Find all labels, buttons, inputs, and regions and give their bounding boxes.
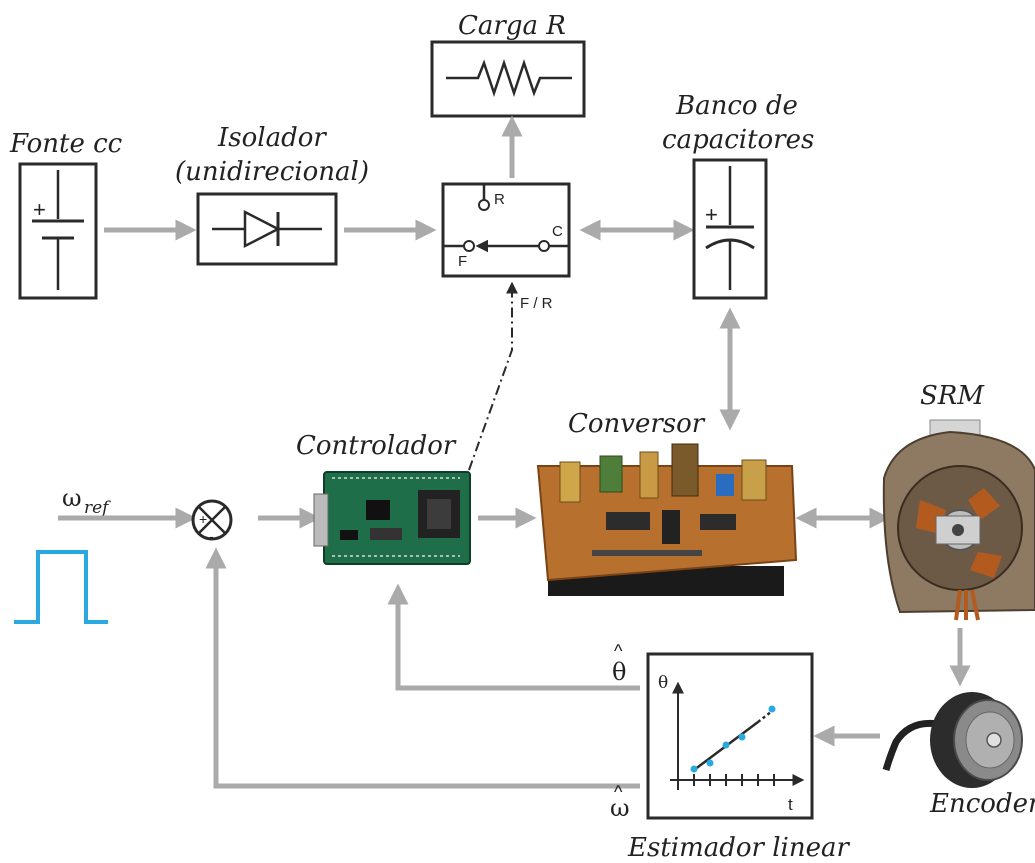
- theta-hat-caret: ^: [614, 641, 623, 661]
- controlador-board: [313, 471, 471, 565]
- switch-r-label: R: [494, 191, 505, 208]
- fonte-plus: +: [33, 197, 46, 222]
- fonte-block: [18, 162, 98, 300]
- arrow-theta-feedback: [387, 583, 640, 691]
- estimador-block: [646, 652, 814, 820]
- arrow-omega-feedback: [205, 547, 640, 789]
- banco-block: [692, 158, 768, 300]
- switch-f-label: F: [458, 253, 467, 270]
- banco-label-line2: capacitores: [662, 125, 814, 155]
- switch-control-label: F / R: [520, 295, 553, 312]
- estimador-y-axis-label: θ: [658, 673, 668, 693]
- banco-label-line1: Banco de: [675, 91, 798, 121]
- theta-hat-label: θ: [612, 658, 626, 686]
- sum-minus: -: [209, 528, 214, 544]
- switch-block: [441, 182, 571, 278]
- encoder-device: [882, 692, 1023, 788]
- conversor-label: Conversor: [568, 409, 706, 439]
- isolador-label-line1: Isolador: [217, 123, 327, 153]
- omega-ref-label: ω: [62, 484, 82, 512]
- conversor-board: [536, 443, 798, 596]
- omega-ref-subscript: ref: [84, 498, 111, 518]
- encoder-label: Encoder: [929, 789, 1035, 819]
- omega-hat-label: ω: [610, 794, 630, 822]
- carga-block: [430, 40, 586, 118]
- estimador-label: Estimador linear: [627, 833, 850, 863]
- isolador-label-line2: (unidirecional): [175, 157, 369, 187]
- banco-plus: +: [705, 202, 718, 227]
- controlador-label: Controlador: [296, 431, 457, 461]
- isolador-block: [196, 192, 338, 266]
- control-signal-line: [468, 281, 518, 471]
- srm-motor: [882, 419, 1035, 621]
- sum-plus: +: [199, 511, 207, 527]
- fonte-label: Fonte cc: [9, 129, 123, 159]
- switch-c-label: C: [552, 223, 563, 240]
- srm-label: SRM: [920, 381, 985, 411]
- estimador-x-axis-label: t: [788, 795, 793, 814]
- reference-pulse: [14, 550, 108, 624]
- omega-hat-caret: ^: [614, 782, 623, 802]
- summing-junction: [191, 499, 233, 541]
- carga-label: Carga R: [458, 11, 566, 41]
